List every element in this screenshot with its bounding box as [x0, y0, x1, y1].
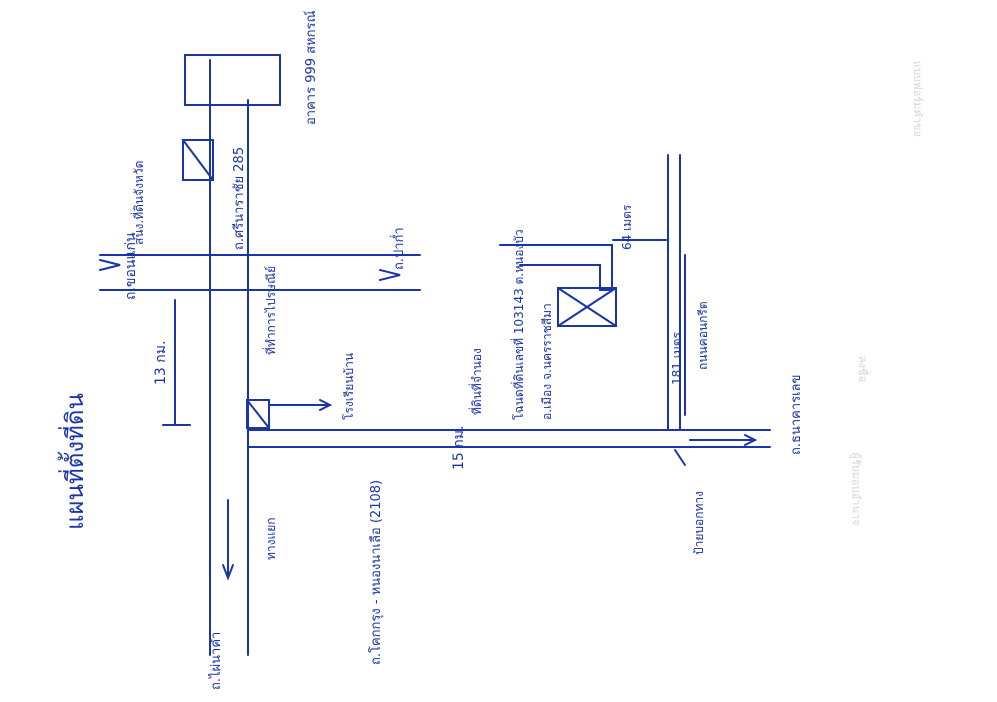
distance-label: 181 เมตร	[670, 332, 684, 385]
place-label: อาคาร 999 สหกรณ์	[304, 10, 319, 125]
place-label: ป้ายบอกทาง	[692, 491, 706, 555]
place-label: ที่ดินที่จำนอง	[470, 348, 484, 415]
place-label: สนง.ที่ดินจังหวัด	[132, 160, 146, 245]
place-label: โฉนดที่ดินเลขที่ 103143 ต.หนองบัว	[512, 229, 526, 420]
road-label: ถ.ธนาคารเลข	[789, 374, 804, 455]
road-label: ถ.ปาก่ำ	[392, 227, 407, 270]
road-label: ถ.โคกกรุง - หนองนาเลือ (2108)	[369, 479, 384, 665]
map-title: แผนที่ตั้งที่ดิน	[61, 393, 89, 530]
place-label: ที่ทำการไปรษณีย์	[264, 265, 278, 355]
distance-label: 15 กม.	[451, 425, 467, 470]
road-label: ถ.ไผ่นาคำ	[209, 631, 224, 690]
distance-label: 13 กม.	[153, 340, 169, 385]
distance-label: 64 เมตร	[620, 204, 634, 250]
place-label: ทางแยก	[264, 517, 278, 560]
road-label: ถนนคอนกรีต	[696, 301, 710, 370]
road-label: ถ.ศรีนาราชัย 285	[232, 146, 247, 250]
place-label: โรงเรียนบ้าน	[342, 352, 356, 420]
place-label: อ.เมือง จ.นครราชสีมา	[540, 303, 554, 420]
